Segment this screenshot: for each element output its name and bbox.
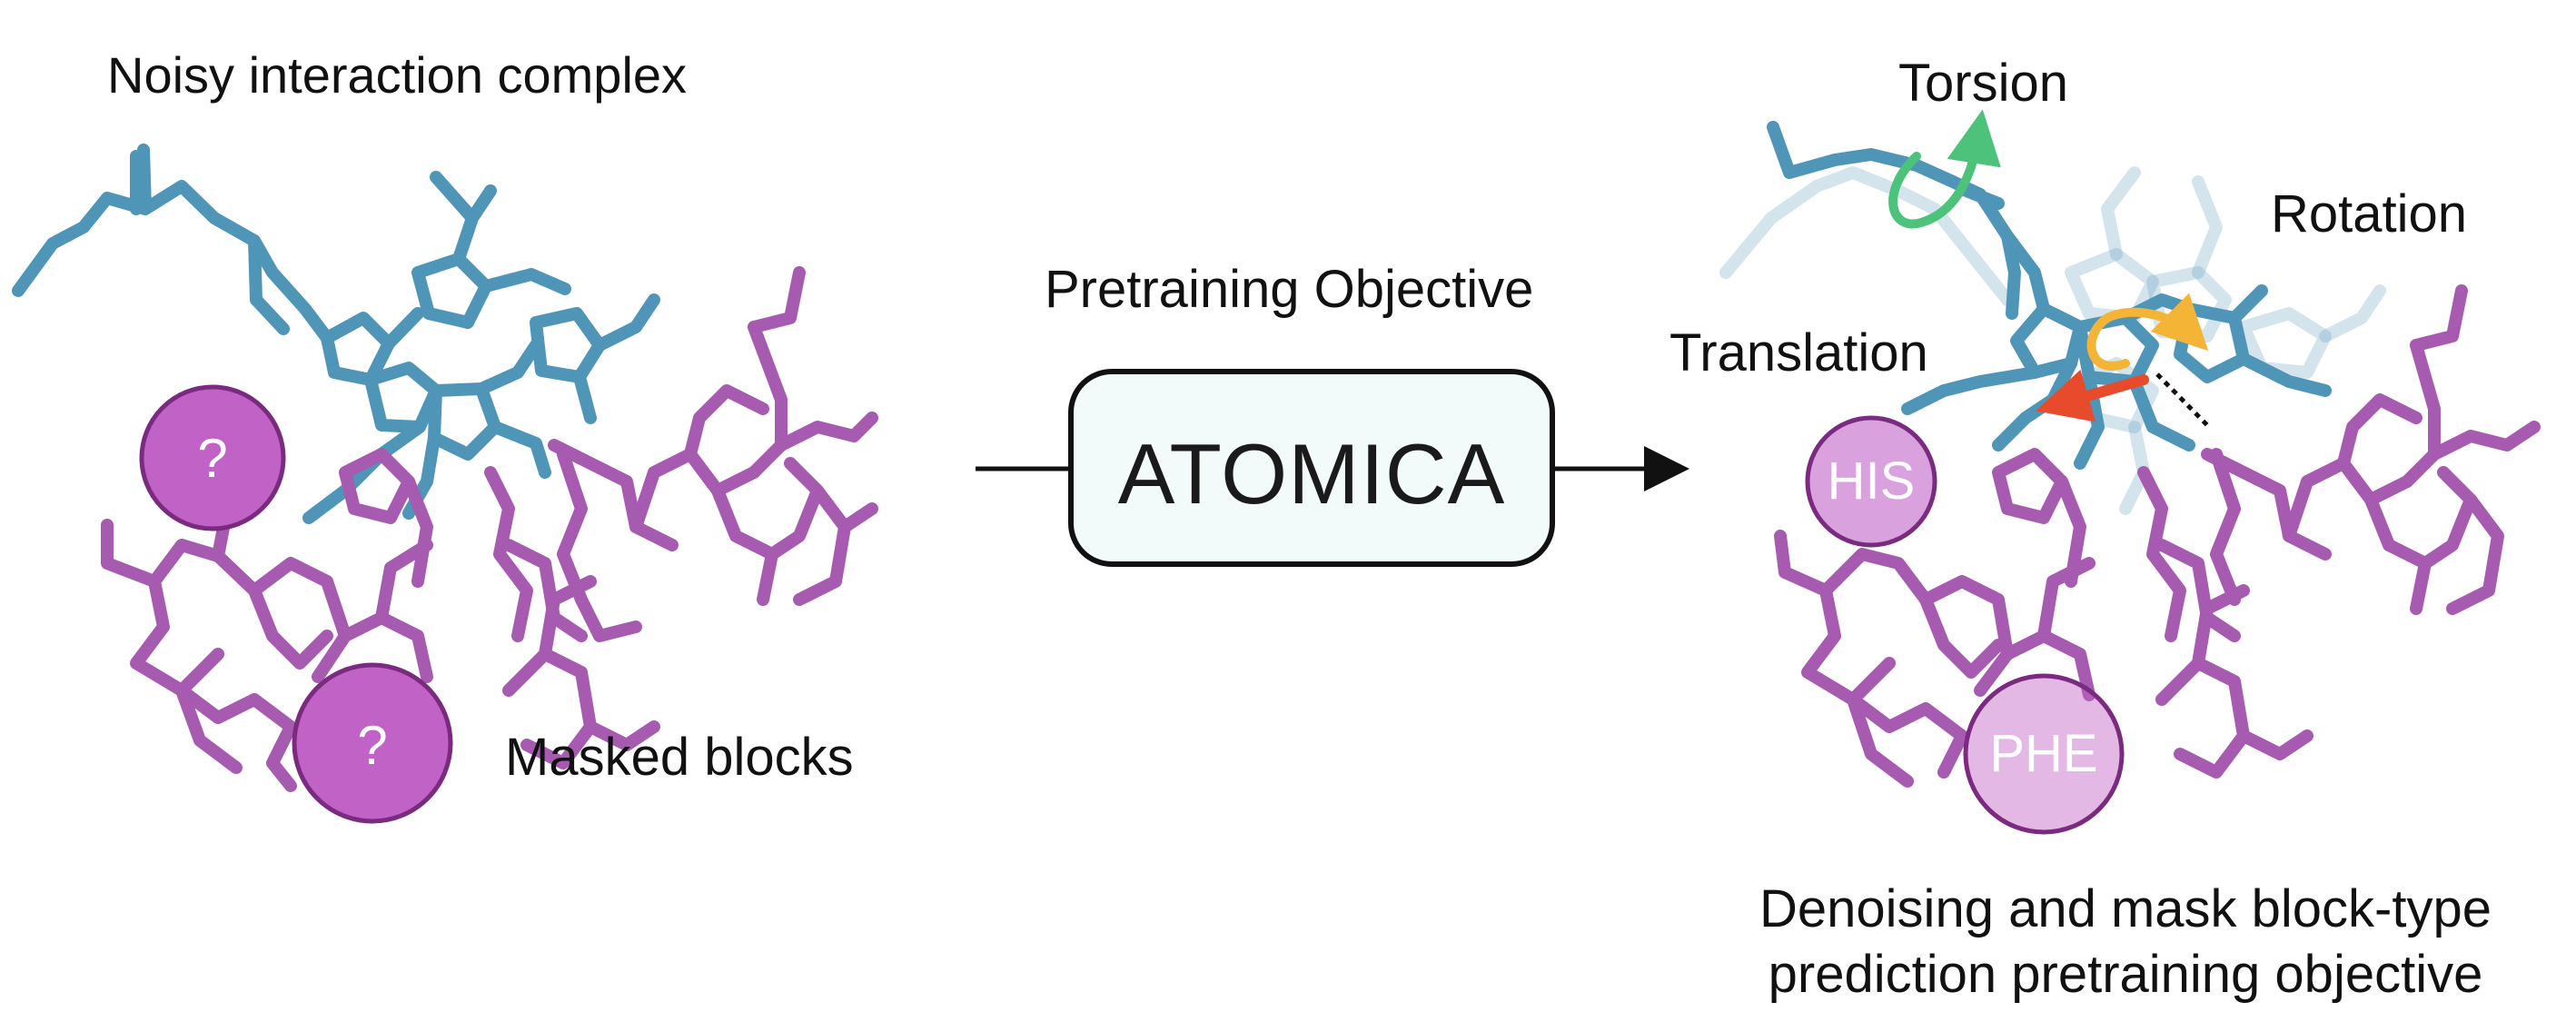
protein-right <box>1774 284 2541 788</box>
predicted-block-his <box>1805 415 1937 548</box>
left-complex <box>12 144 878 824</box>
caption: Denoising and mask block-type prediction… <box>1759 879 2492 1004</box>
predicted-block-phe <box>1963 673 2125 835</box>
left-panel-title: Noisy interaction complex <box>107 46 688 104</box>
torsion-arrow-icon <box>1888 109 2001 229</box>
translation-label: Translation <box>1669 323 1928 382</box>
model-box: ATOMICA <box>1068 369 1555 567</box>
translation-arrow-icon <box>2036 369 2149 422</box>
masked-blocks-label: Masked blocks <box>505 728 854 787</box>
rotation-label: Rotation <box>2271 184 2468 243</box>
objective-label: Pretraining Objective <box>1045 260 1534 319</box>
torsion-label: Torsion <box>1898 54 2068 113</box>
right-complex <box>1719 109 2541 835</box>
rotation-axis <box>2155 372 2209 427</box>
predicted-label-phe: PHE <box>1989 724 2098 783</box>
mask-symbol-2: ? <box>357 715 388 776</box>
rotation-arrow-icon <box>2086 293 2209 371</box>
ligand-left <box>12 144 660 524</box>
predicted-label-his: HIS <box>1827 452 1916 511</box>
mask-circle-2 <box>292 662 453 824</box>
mask-circle-1 <box>139 384 286 531</box>
model-name: ATOMICA <box>1117 426 1506 521</box>
mask-symbol-1: ? <box>197 428 228 489</box>
